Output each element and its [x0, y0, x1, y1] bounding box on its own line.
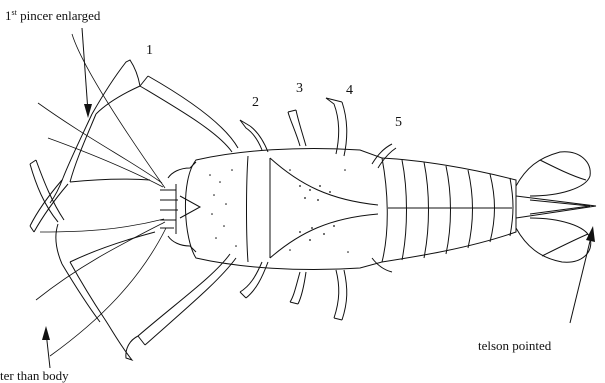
tail-fan — [516, 152, 596, 262]
annotation-leaders — [42, 28, 595, 368]
leg-label-5: 5 — [395, 116, 402, 130]
leg-label-4: 4 — [346, 84, 353, 98]
leg-label-3: 3 — [296, 82, 303, 96]
telson-leader — [570, 233, 592, 323]
abdomen — [382, 158, 516, 262]
pincer-label-suffix: pincer enlarged — [17, 8, 101, 23]
carapace — [185, 148, 387, 269]
lower-pincer — [56, 224, 236, 360]
crossed-fingers — [30, 160, 68, 232]
walking-legs-top — [240, 98, 396, 168]
head — [160, 162, 200, 252]
leg-label-1: 1 — [146, 44, 153, 58]
pincer-label: 1st pincer enlarged — [5, 8, 100, 23]
antennae-arrowhead — [42, 326, 50, 340]
telson-label: telson pointed — [478, 338, 551, 353]
antennae-label: ter than body — [0, 368, 69, 383]
pincer-leader — [82, 28, 88, 112]
carapace-texture — [209, 169, 349, 253]
leg-label-2: 2 — [252, 96, 259, 110]
upper-pincer — [50, 60, 238, 203]
